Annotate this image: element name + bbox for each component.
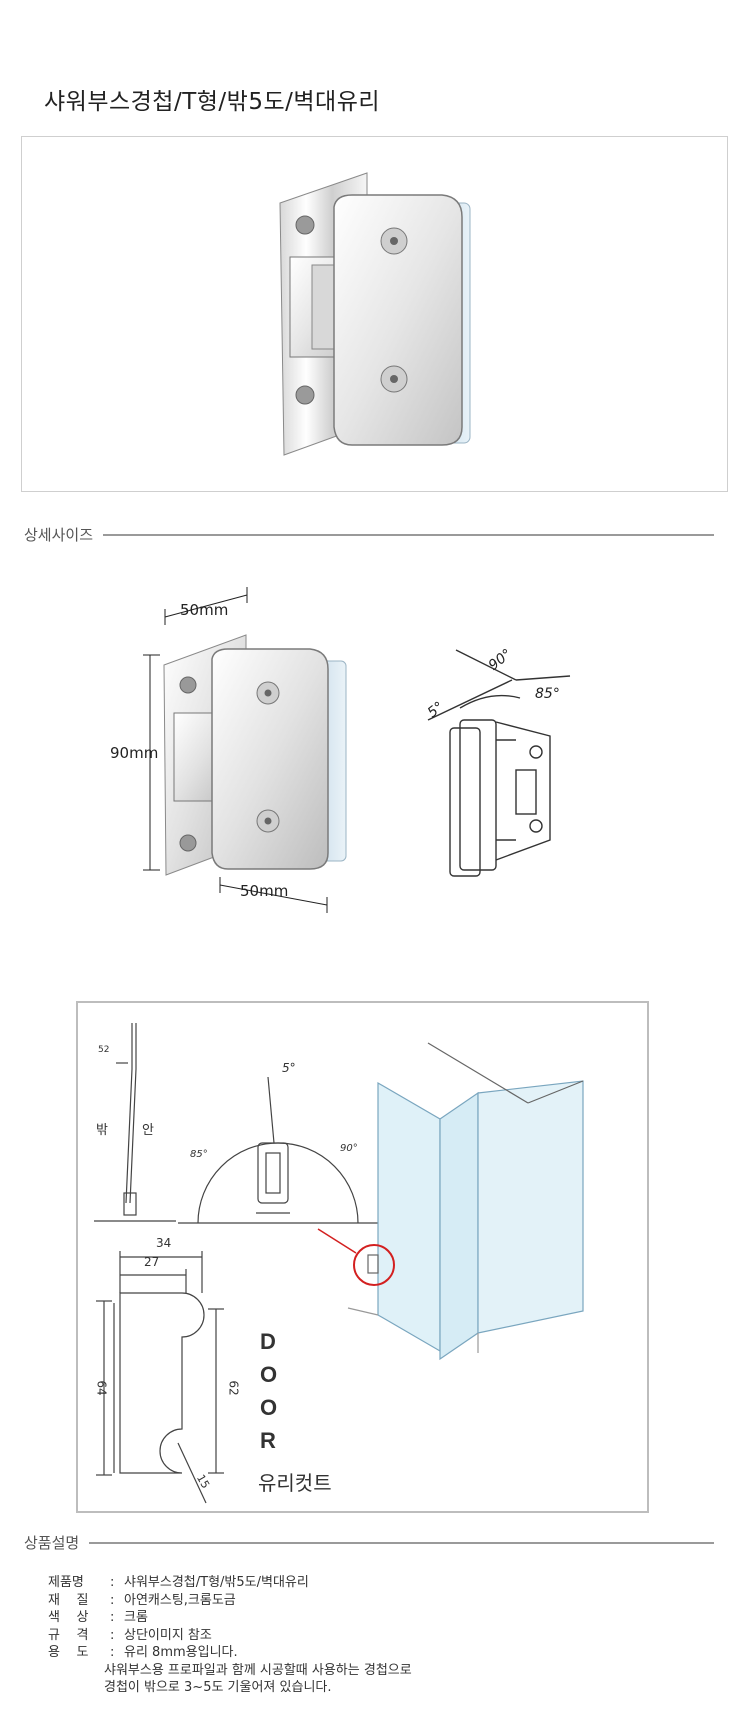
spec-separator: :	[110, 1592, 115, 1608]
spec-value: 샤워부스경첩/T형/밖5도/벽대유리	[124, 1575, 309, 1590]
spec-row: 재 질 : 아연캐스팅,크롬도금	[48, 1592, 412, 1610]
spec-value: 아연캐스팅,크롬도금	[124, 1592, 236, 1608]
dimension-width-bottom: 50mm	[240, 882, 289, 900]
divider	[89, 1541, 714, 1544]
inside-label: 안	[142, 1123, 154, 1138]
door-letter: R	[260, 1428, 276, 1453]
technical-drawing	[94, 1023, 584, 1504]
spec-row: 색 상 : 크롬	[48, 1609, 412, 1627]
angle-line-drawing	[427, 649, 571, 877]
spec-separator: :	[110, 1645, 115, 1660]
spec-note: 샤워부스용 프로파일과 함께 시공할때 사용하는 경첩으로	[104, 1662, 412, 1678]
outside-label: 밖	[96, 1123, 108, 1138]
dimension-photo	[143, 587, 347, 913]
section-header-description: 상품설명	[24, 1532, 714, 1553]
dimension-height: 90mm	[110, 744, 159, 762]
hinge-photo	[279, 172, 471, 456]
tilt-label: 5°	[282, 1061, 296, 1075]
spec-key: 제품명	[48, 1575, 84, 1590]
door-letter: O	[260, 1395, 278, 1420]
spec-row: 용 도 : 유리 8mm용입니다.	[48, 1644, 412, 1662]
spec-key: 규 격	[48, 1627, 89, 1643]
product-photo-frame	[21, 136, 728, 492]
section-header-size: 상세사이즈	[24, 524, 714, 545]
section-title: 상세사이즈	[24, 526, 94, 544]
width-27-label: 27	[144, 1255, 160, 1269]
spec-key: 용 도	[48, 1645, 89, 1660]
technical-drawing-panel: 52 밖 안 5° 85° 90° 34 27 64 62 15 D O O R…	[76, 1001, 649, 1513]
divider	[103, 533, 714, 536]
door-letter: O	[260, 1362, 278, 1387]
spec-value: 유리 8mm용입니다.	[124, 1645, 238, 1660]
spec-key: 재 질	[48, 1592, 89, 1608]
right-angle-label: 90°	[340, 1143, 358, 1154]
section-title: 상품설명	[24, 1534, 80, 1552]
door-label: D O O R	[260, 1325, 277, 1457]
height-62-label: 62	[226, 1380, 241, 1396]
spec-note: 경첩이 밖으로 3~5도 기울어져 있습니다.	[104, 1680, 332, 1695]
spec-separator: :	[110, 1575, 115, 1590]
height-64-label: 64	[94, 1380, 109, 1396]
left-angle-label: 85°	[190, 1149, 208, 1160]
spec-value: 상단이미지 참조	[124, 1627, 212, 1643]
width-34-label: 34	[156, 1236, 172, 1250]
spec-key: 색 상	[48, 1610, 89, 1625]
spec-row: 제품명 : 샤워부스경첩/T형/밖5도/벽대유리	[48, 1574, 412, 1592]
spec-separator: :	[110, 1610, 115, 1625]
glass-cut-label: 유리컷트	[258, 1471, 332, 1495]
page-title: 샤워부스경첩/T형/밖5도/벽대유리	[44, 89, 381, 115]
spec-row: 규 격 : 상단이미지 참조	[48, 1627, 412, 1645]
gap-label: 52	[98, 1045, 110, 1055]
door-letter: D	[260, 1329, 276, 1354]
spec-value: 크롬	[124, 1610, 148, 1625]
dimension-width-top: 50mm	[180, 601, 229, 619]
angle-85-label: 85°	[535, 686, 560, 702]
product-spec-list: 제품명 : 샤워부스경첩/T형/밖5도/벽대유리 재 질 : 아연캐스팅,크롬도…	[48, 1574, 412, 1697]
spec-separator: :	[110, 1627, 115, 1643]
